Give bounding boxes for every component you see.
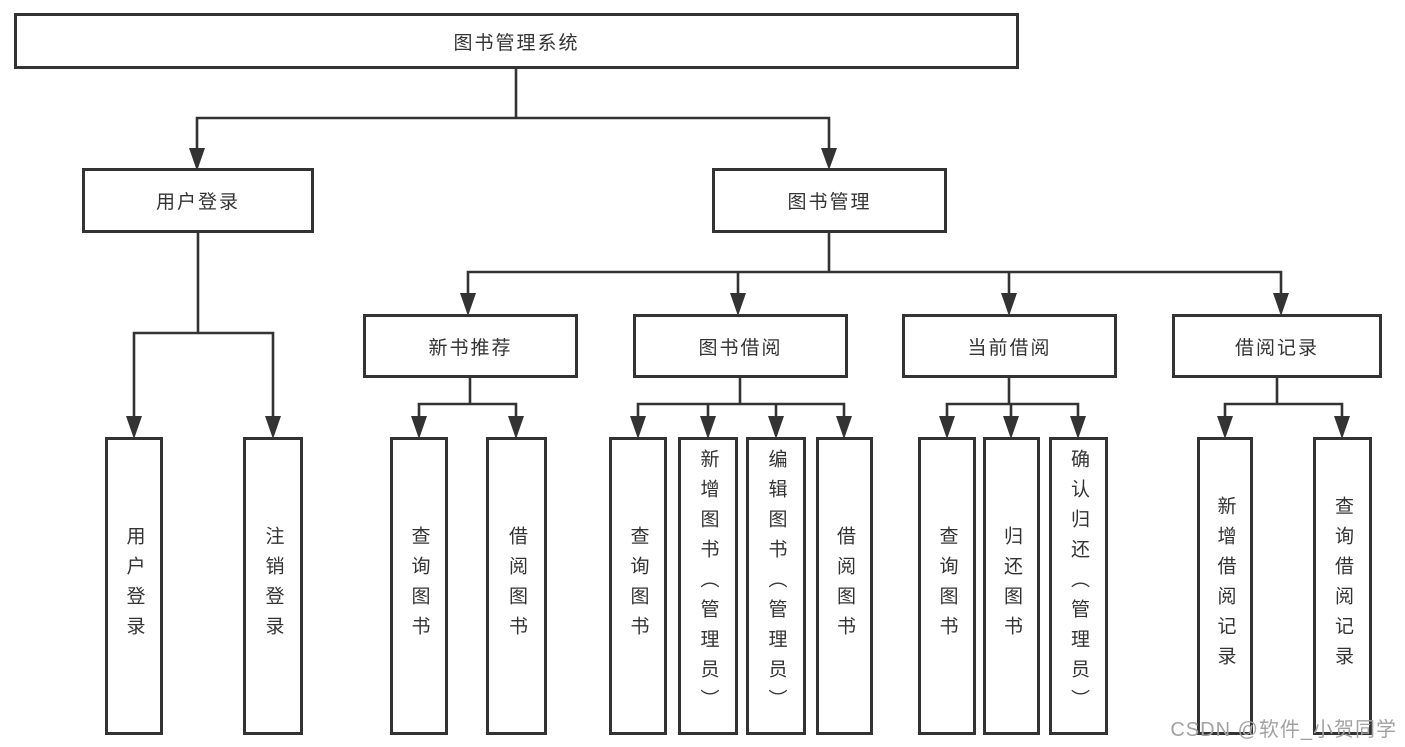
node-leaf-query-books-2: 查询图书 [609,437,667,735]
node-leaf-add-books-admin: 新增图书（管理员） [678,437,738,735]
node-label: 注销登录 [262,526,284,646]
node-label: 借阅记录 [1234,337,1319,359]
node-label: 当前借阅 [967,337,1052,359]
node-leaf-logout: 注销登录 [243,437,303,735]
node-leaf-query-books-3: 查询图书 [918,437,976,735]
node-library-management-system: 图书管理系统 [14,13,1019,69]
node-book-management: 图书管理 [712,168,947,233]
node-leaf-confirm-return-admin: 确认归还（管理员） [1049,437,1108,735]
node-label: 新书推荐 [428,337,513,359]
arrow-down-icons [126,148,1350,439]
node-new-book-recommendation: 新书推荐 [363,314,578,378]
node-label: 借阅图书 [506,526,527,646]
node-leaf-user-login: 用户登录 [105,437,163,735]
node-leaf-query-books-1: 查询图书 [390,437,448,735]
node-leaf-return-books: 归还图书 [983,437,1040,735]
node-leaf-query-borrow-record: 查询借阅记录 [1313,437,1372,735]
node-label: 用户登录 [155,192,240,213]
node-label: 编辑图书（管理员） [765,449,787,719]
node-label: 归还图书 [1001,526,1022,646]
node-leaf-add-borrow-record: 新增借阅记录 [1197,437,1253,735]
node-leaf-borrow-books-2: 借阅图书 [816,437,873,735]
node-user-login: 用户登录 [82,168,314,233]
node-label: 图书管理 [787,192,872,213]
node-borrowing-records: 借阅记录 [1172,314,1382,378]
node-label: 新增借阅记录 [1214,496,1236,676]
node-leaf-borrow-books-1: 借阅图书 [486,437,547,735]
node-leaf-edit-books-admin: 编辑图书（管理员） [746,437,806,735]
node-book-borrowing: 图书借阅 [633,314,848,378]
node-label: 查询图书 [936,526,958,646]
node-label: 新增图书（管理员） [697,449,719,719]
node-label: 图书管理系统 [453,32,580,54]
node-label: 用户登录 [123,526,145,646]
node-label: 借阅图书 [834,526,855,646]
node-current-borrowing: 当前借阅 [902,314,1117,378]
node-label: 确认归还（管理员） [1068,449,1089,719]
node-label: 图书借阅 [698,337,783,359]
node-label: 查询图书 [627,526,649,646]
node-label: 查询图书 [408,526,430,646]
node-label: 查询借阅记录 [1332,496,1353,676]
csdn-watermark: CSDN @软件_小贺同学 [1170,719,1397,741]
